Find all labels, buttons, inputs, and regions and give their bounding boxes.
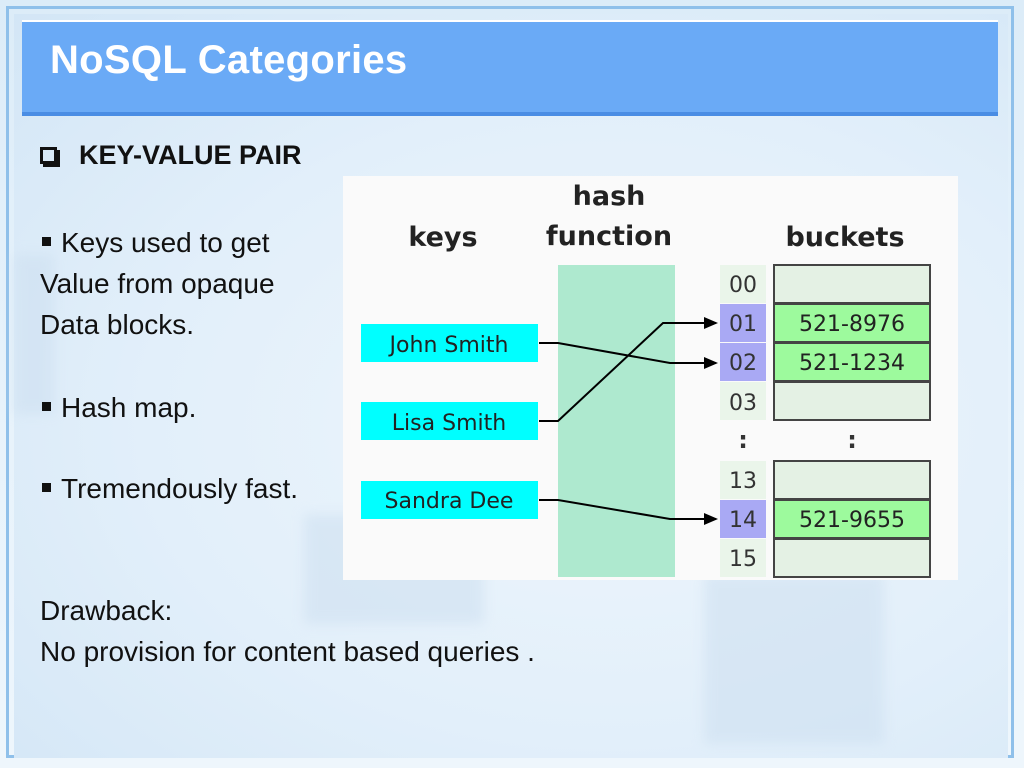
bucket-index-13: 13 xyxy=(720,461,766,499)
bucket-00 xyxy=(773,264,931,304)
key-lisa-smith: Lisa Smith xyxy=(361,402,538,440)
drawback-label: Drawback: xyxy=(40,595,173,626)
bullet-line: Data blocks. xyxy=(40,309,195,340)
bullet-hash-map: Hash map. xyxy=(40,387,196,428)
hash-header-line1: hash xyxy=(573,181,646,212)
bullet-text: Hash map. xyxy=(61,392,197,423)
bullet-text: Keys used to get xyxy=(61,227,270,258)
bucket-index-label: 00 xyxy=(729,273,757,298)
bucket-index-02: 02 xyxy=(720,343,766,381)
square-bullet-icon xyxy=(42,237,51,247)
bucket-ellipsis: : xyxy=(847,426,857,454)
drawback-text: No provision for content based queries . xyxy=(40,636,535,667)
bullet-text: Tremendously fast. xyxy=(61,473,299,504)
square-bullet-icon xyxy=(42,483,51,493)
hash-table-diagram: keys hash function buckets John Smith Li… xyxy=(343,176,958,580)
bucket-index-label: 01 xyxy=(729,312,757,337)
arrow-sandra-to-14 xyxy=(539,499,718,525)
bucket-index-01: 01 xyxy=(720,304,766,342)
bucket-index-00: 00 xyxy=(720,265,766,303)
bucket-index-label: 14 xyxy=(729,508,757,533)
key-label: John Smith xyxy=(388,333,509,358)
bucket-02: 521-1234 xyxy=(773,342,931,382)
buckets-header: buckets xyxy=(785,222,904,253)
bucket-value: 521-8976 xyxy=(799,312,905,337)
bucket-index-label: 13 xyxy=(729,469,757,494)
bucket-index-label: 15 xyxy=(729,547,757,572)
section-heading-text: KEY-VALUE PAIR xyxy=(79,140,302,170)
arrow-john-to-02 xyxy=(539,342,718,369)
bucket-index-15: 15 xyxy=(720,539,766,577)
square-bullet-icon xyxy=(42,402,51,412)
key-label: Sandra Dee xyxy=(385,489,514,514)
section-heading: KEY-VALUE PAIR xyxy=(40,140,302,171)
bullet-line: Value from opaque xyxy=(40,268,275,299)
hash-table-svg: keys hash function buckets John Smith Li… xyxy=(361,181,931,578)
keys-header: keys xyxy=(408,222,477,253)
bucket-14: 521-9655 xyxy=(773,499,931,539)
title-bar xyxy=(22,20,998,116)
bucket-index-label: 02 xyxy=(729,351,757,376)
bucket-03 xyxy=(773,381,931,421)
slide-title: NoSQL Categories xyxy=(50,38,408,82)
hash-function-band xyxy=(558,265,675,577)
bucket-index-label: 03 xyxy=(729,391,757,416)
key-sandra-dee: Sandra Dee xyxy=(361,481,538,519)
bucket-13 xyxy=(773,460,931,500)
bucket-value: 521-1234 xyxy=(799,351,905,376)
bucket-index-14: 14 xyxy=(720,500,766,538)
bucket-15 xyxy=(773,538,931,578)
hash-header-line2: function xyxy=(546,221,672,252)
bullet-fast: Tremendously fast. xyxy=(40,468,298,509)
key-label: Lisa Smith xyxy=(392,411,506,436)
key-john-smith: John Smith xyxy=(361,324,538,362)
bucket-value: 521-9655 xyxy=(799,508,905,533)
index-ellipsis: : xyxy=(738,426,748,454)
checkbox-bullet-icon xyxy=(40,147,57,164)
arrow-lisa-to-01 xyxy=(539,317,718,422)
bucket-01: 521-8976 xyxy=(773,303,931,343)
background-decoration xyxy=(704,574,884,744)
bucket-index-03: 03 xyxy=(720,382,766,420)
bullet-keys: Keys used to get Value from opaque Data … xyxy=(40,222,275,345)
bullet-line: Keys used to get xyxy=(40,222,275,263)
background-decoration xyxy=(14,254,54,414)
